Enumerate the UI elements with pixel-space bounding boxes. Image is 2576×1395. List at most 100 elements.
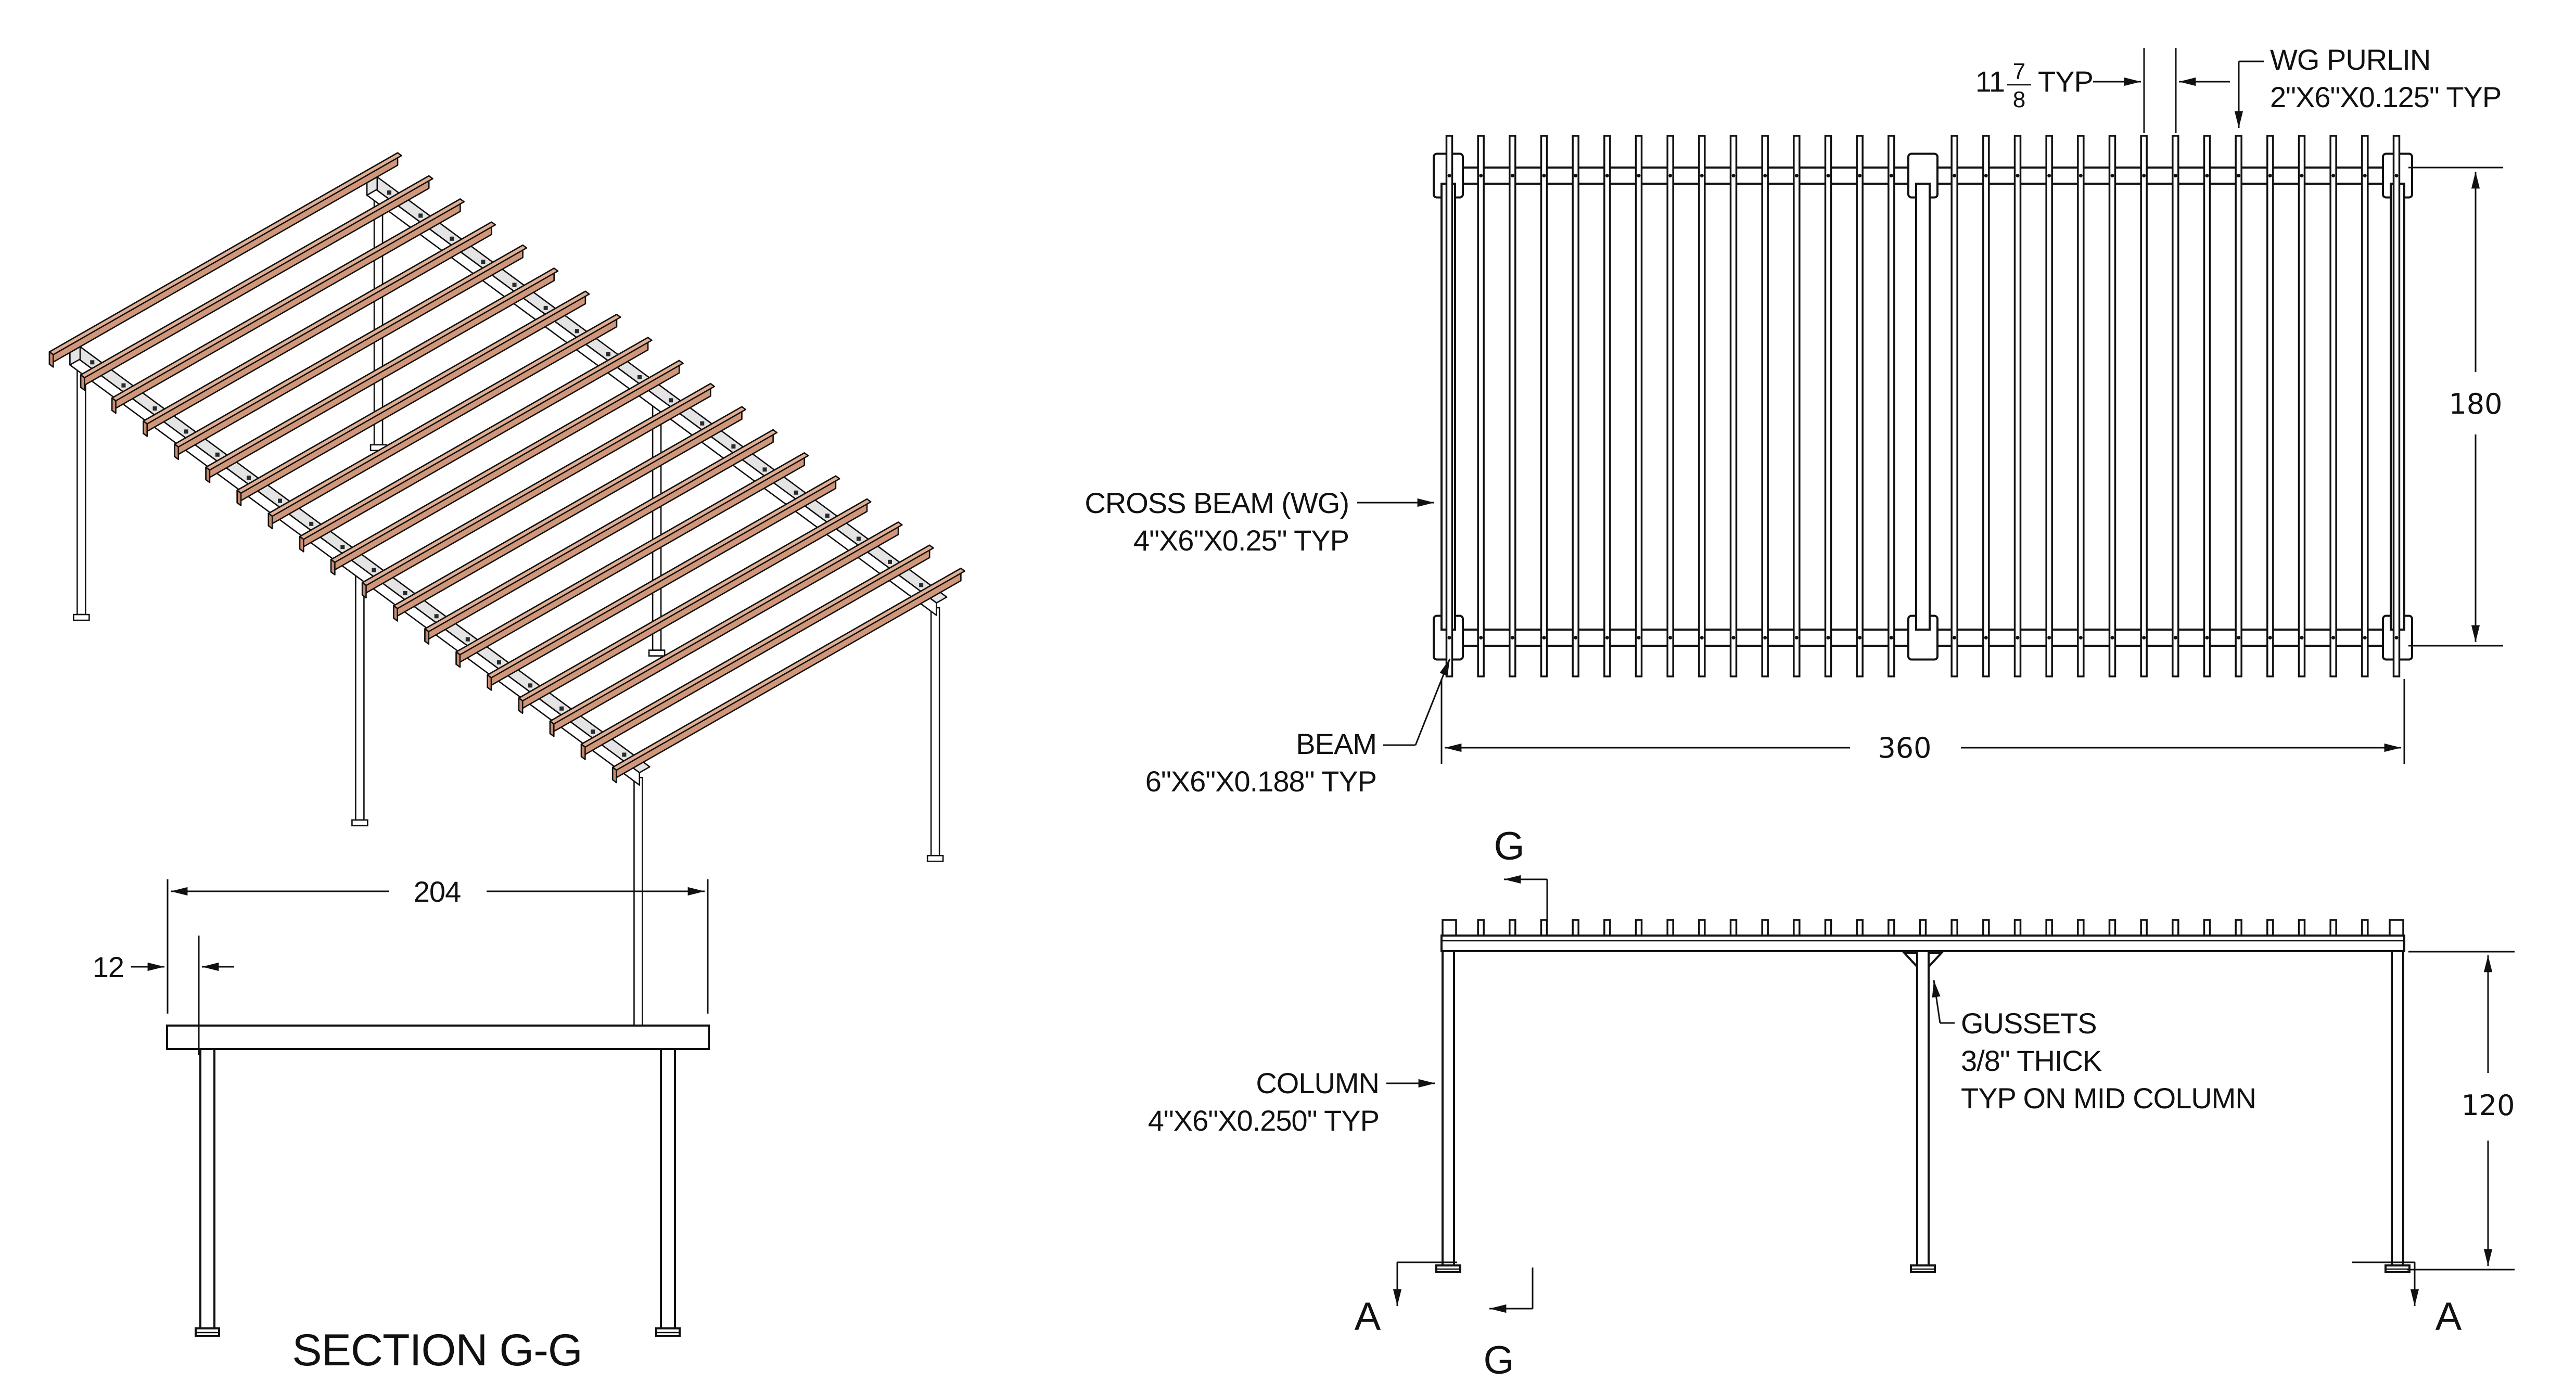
weld-dot <box>2331 174 2336 177</box>
weld-dot <box>2268 636 2272 639</box>
plan-purlin <box>2266 135 2274 677</box>
iso-slat-end <box>330 559 336 575</box>
dim-360: 360 <box>1440 679 2405 764</box>
plan-purlin <box>1793 135 1801 677</box>
cross-beam-callout: CROSS BEAM (WG) 4"X6"X0.25" TYP <box>1085 487 1435 557</box>
iso-slat-end <box>236 489 242 506</box>
column-label-1: COLUMN <box>1256 1067 1379 1099</box>
section-marker-a-left: A <box>1355 1261 1457 1339</box>
plan-purlin <box>2077 135 2085 677</box>
weld-dot <box>2078 636 2083 639</box>
weld-dot <box>1637 174 1641 177</box>
weld-dot <box>1447 636 1451 639</box>
iso-clip <box>731 444 736 449</box>
dim-12: 12 <box>93 936 234 1055</box>
weld-dot <box>2237 636 2241 639</box>
iso-slat-top <box>549 521 903 725</box>
plan-purlin <box>1856 135 1864 677</box>
elevation-purlin-tick <box>2013 919 2022 937</box>
gussets-label-1: GUSSETS <box>1961 1007 2097 1040</box>
dim-204: 204 <box>167 875 709 1014</box>
elevation-purlin-tick <box>1509 919 1516 937</box>
weld-dot <box>1542 174 1546 177</box>
weld-dot <box>2331 636 2336 639</box>
marker-g-top-label: G <box>1494 824 1524 868</box>
elevation-columns <box>1435 950 2411 1273</box>
iso-column <box>930 607 940 856</box>
iso-slat-end <box>487 674 492 691</box>
dim-180: 180 <box>2408 167 2503 647</box>
elevation-purlin-tick <box>1761 919 1769 937</box>
plan-purlin <box>1635 135 1643 677</box>
iso-clip <box>700 421 705 426</box>
elevation-purlin-tick <box>1698 919 1706 937</box>
iso-slat-end <box>580 744 586 760</box>
iso-slat-end <box>143 420 148 437</box>
dim-120-value: 120 <box>2461 1089 2515 1122</box>
elevation-purlin-tick <box>1572 919 1579 937</box>
elevation-purlin-tick <box>1856 919 1864 937</box>
plan-purlin <box>1761 135 1769 677</box>
weld-dot <box>1605 636 1609 639</box>
weld-dot <box>1605 174 1609 177</box>
iso-clip <box>246 476 251 480</box>
iso-clip <box>512 283 517 287</box>
weld-dot <box>2110 636 2114 639</box>
iso-slat-end <box>518 697 524 714</box>
iso-slat-top <box>111 198 465 402</box>
weld-dot <box>2205 636 2209 639</box>
weld-dot <box>2394 636 2399 639</box>
plan-purlin <box>2203 135 2211 677</box>
plan-purlin <box>1540 135 1548 677</box>
iso-clip <box>387 190 392 195</box>
weld-dot <box>2173 174 2177 177</box>
weld-dot <box>1637 636 1641 639</box>
plan-purlin <box>1698 135 1706 677</box>
iso-clip <box>465 637 470 642</box>
dim-12-value: 12 <box>93 951 124 983</box>
weld-dot <box>2142 174 2146 177</box>
elevation-purlin-tick <box>1540 919 1548 937</box>
spacing-whole: 11 <box>1975 65 2005 98</box>
weld-dot <box>1510 174 1514 177</box>
iso-slat-end <box>361 582 367 599</box>
elevation-purlin-tick <box>2235 919 2242 937</box>
plan-purlin <box>1509 135 1516 677</box>
elevation-purlin-tick <box>2329 919 2337 937</box>
column-label-2: 4"X6"X0.250" TYP <box>1148 1104 1379 1137</box>
iso-slat-end <box>48 351 54 368</box>
weld-dot <box>2363 636 2367 639</box>
weld-dot <box>1826 174 1830 177</box>
elevation-purlin-tick <box>1982 919 1990 937</box>
plan-purlin <box>2140 135 2148 677</box>
elevation-column <box>2391 950 2404 1266</box>
gussets-label-3: TYP ON MID COLUMN <box>1961 1082 2256 1115</box>
plan-purlin <box>1666 135 1674 677</box>
spacing-numerator: 7 <box>2013 59 2025 84</box>
iso-base-plate <box>926 855 944 862</box>
weld-dot <box>1510 636 1514 639</box>
weld-dot <box>2268 174 2272 177</box>
plan-purlin <box>2045 135 2053 677</box>
weld-dot <box>1984 636 1988 639</box>
weld-dot <box>2363 174 2367 177</box>
elevation-column <box>1916 950 1930 1266</box>
elevation-purlin-tick <box>1603 919 1611 937</box>
elevation-purlin-tick <box>2172 919 2179 937</box>
weld-dot <box>1763 636 1767 639</box>
iso-clip <box>606 352 610 356</box>
iso-clip <box>669 398 673 403</box>
iso-slat-end <box>424 628 430 645</box>
weld-dot <box>1794 174 1799 177</box>
plan-purlin <box>2235 135 2242 677</box>
weld-dot <box>2394 174 2399 177</box>
iso-clip <box>794 490 798 495</box>
iso-slat-top <box>487 475 840 679</box>
iso-clip <box>372 568 376 572</box>
section-title: SECTION G-G <box>292 1325 582 1375</box>
section-column-right <box>660 1048 676 1329</box>
weld-dot <box>1668 174 1673 177</box>
iso-clip <box>418 213 423 218</box>
wg-purlin-callout: WG PURLIN 2"X6"X0.125" TYP <box>2234 43 2502 129</box>
iso-slat-end <box>111 397 117 414</box>
